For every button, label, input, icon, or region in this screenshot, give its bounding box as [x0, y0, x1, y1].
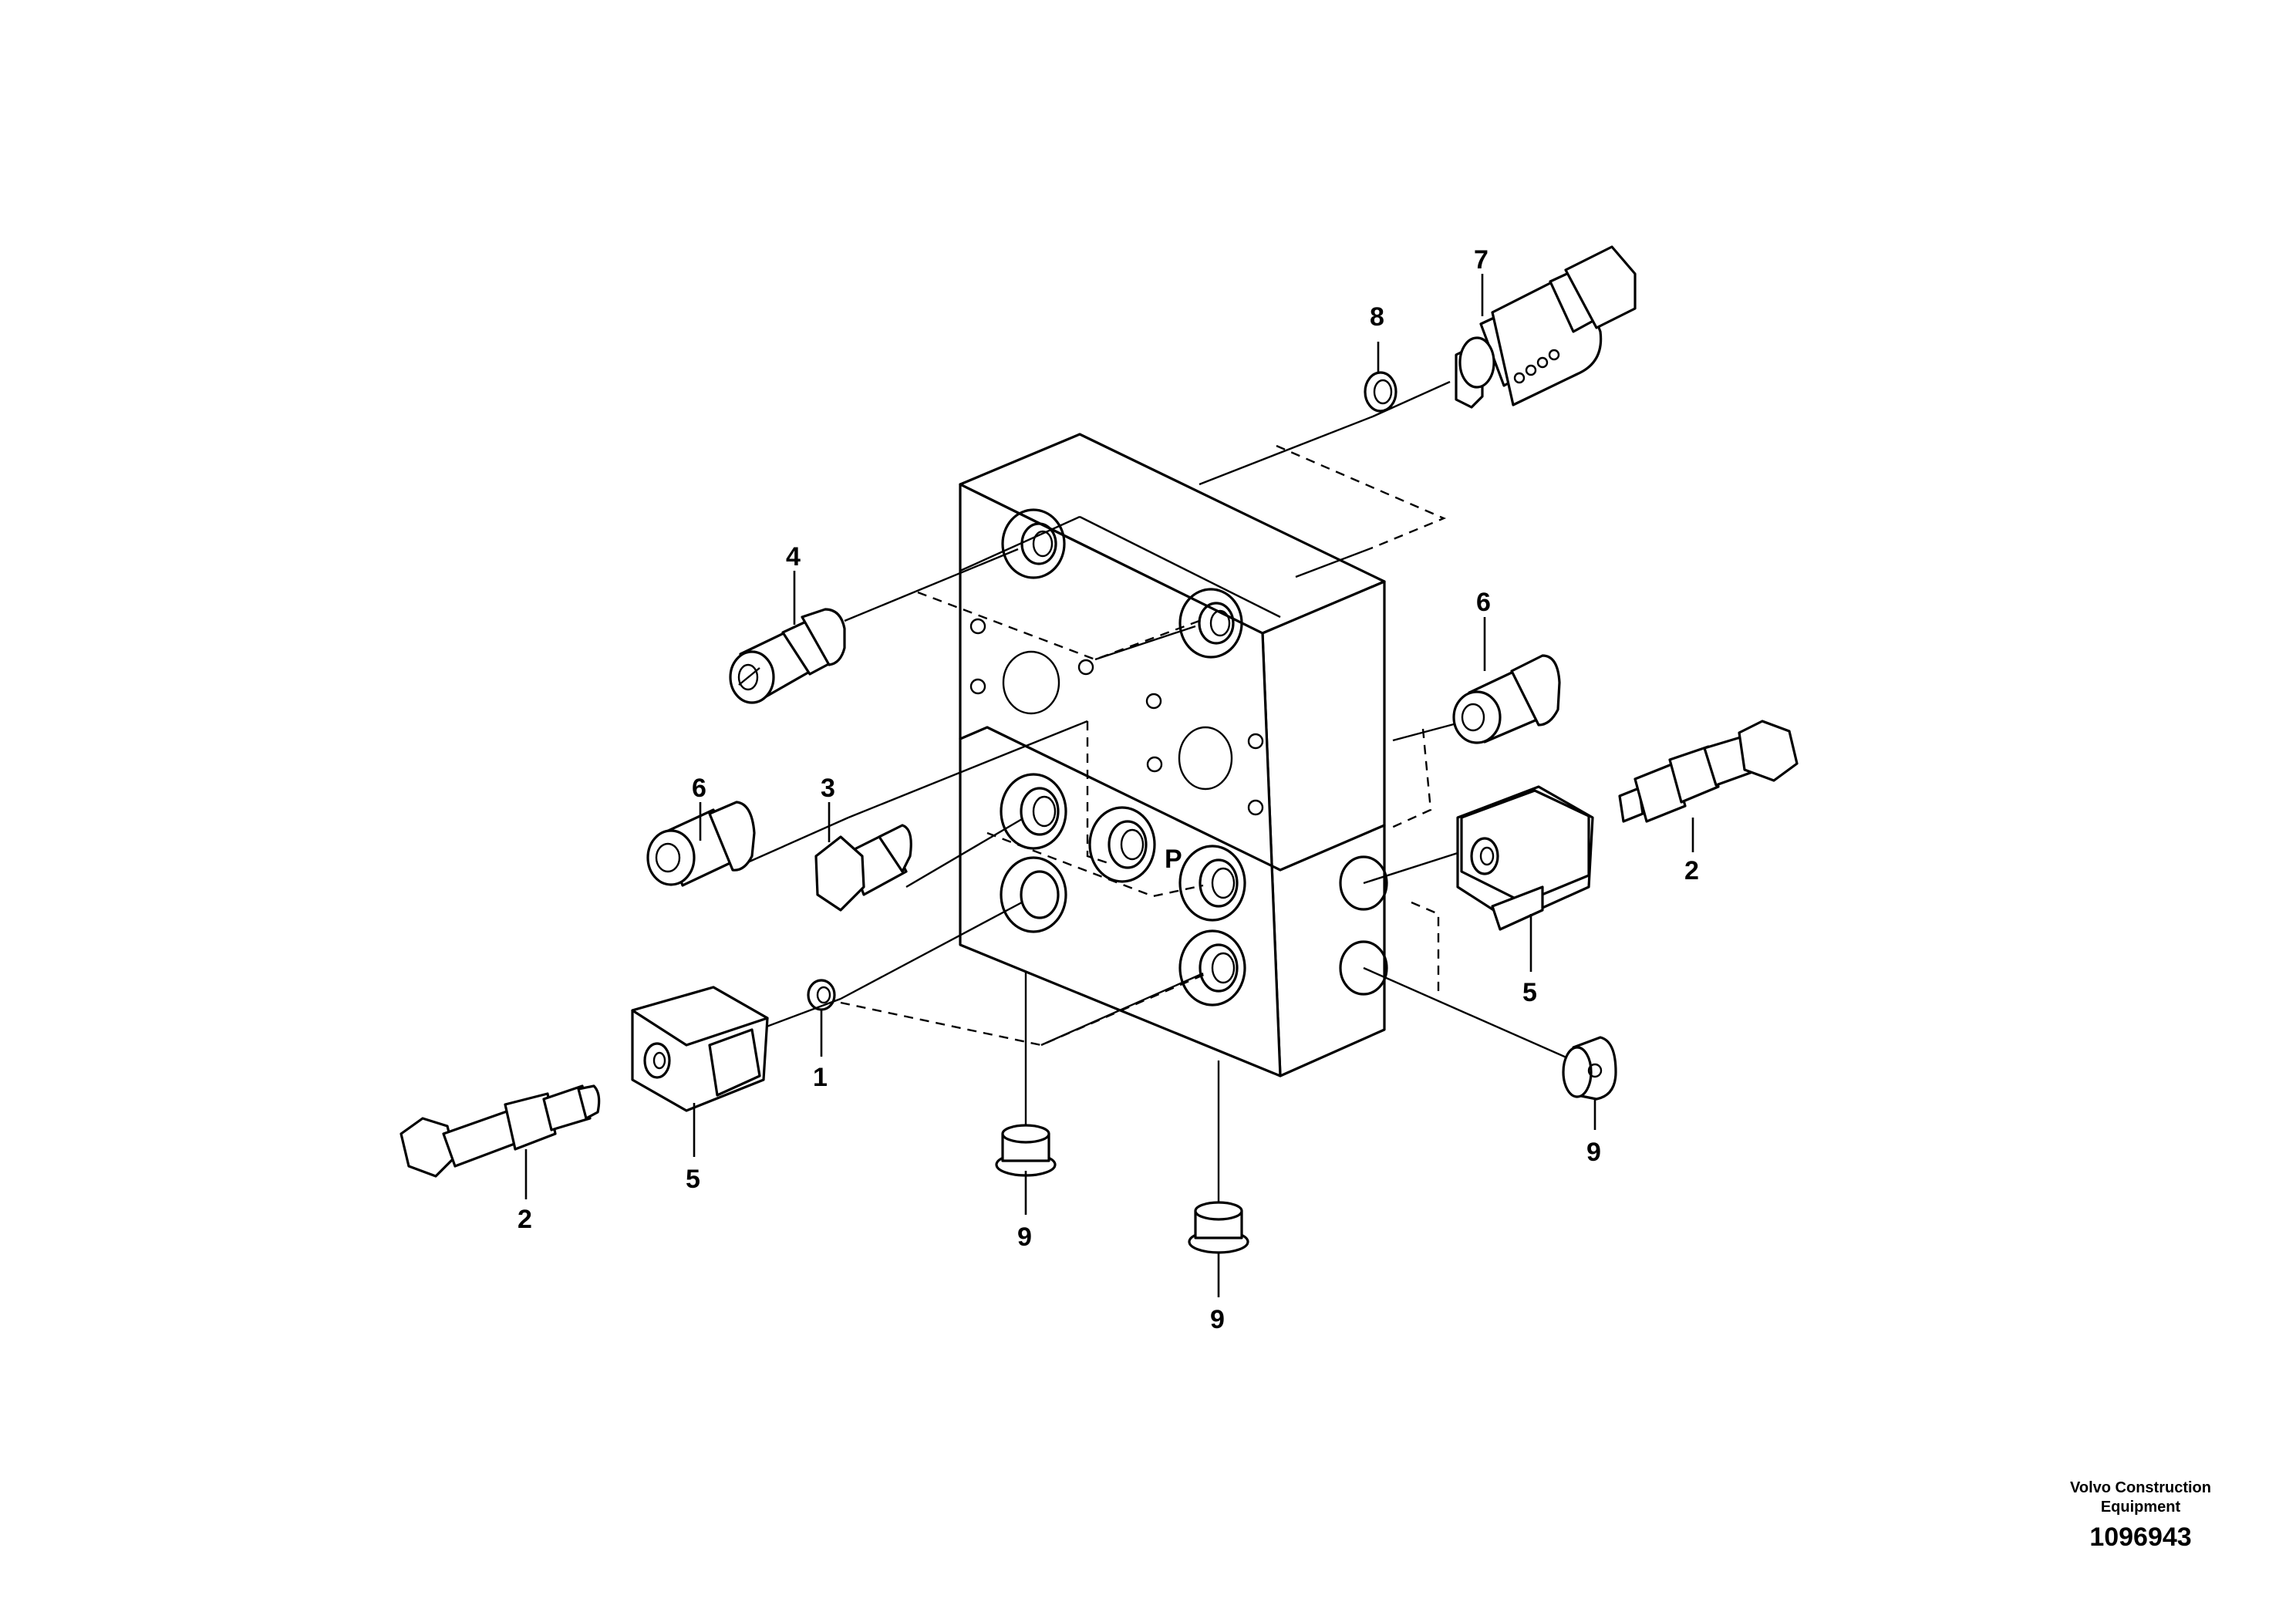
callout-9-bottom-right: 9	[1210, 1305, 1225, 1334]
callout-labels: 8 7 4 6 6 3 2 5 1 5 2 9 9 9	[518, 245, 1699, 1334]
callout-8: 8	[1370, 302, 1384, 332]
side-port-lower	[1339, 940, 1388, 996]
callout-3: 3	[821, 774, 835, 803]
callout-4: 4	[786, 542, 801, 572]
upper-port-right	[1178, 588, 1243, 659]
callout-9-right: 9	[1586, 1138, 1601, 1167]
solenoid-valve-part	[1455, 245, 1637, 409]
fitting-left-part	[646, 801, 756, 887]
lower-port-1	[1000, 773, 1067, 850]
lower-port-4	[1178, 929, 1246, 1007]
plug-right-part	[1562, 1036, 1617, 1101]
assembly-lines	[655, 380, 1574, 1211]
callout-6-right: 6	[1476, 588, 1491, 617]
upper-port-left	[1001, 508, 1066, 579]
brand-line-2: Equipment	[2100, 1499, 2181, 1516]
callout-6-left: 6	[692, 774, 706, 803]
callout-9-bottom-left: 9	[1017, 1222, 1032, 1252]
valve-block: P	[959, 433, 1388, 1077]
side-port-upper	[1339, 855, 1388, 911]
hex-plug-part	[814, 824, 912, 912]
seal-part	[807, 979, 836, 1011]
callout-2-right: 2	[1684, 856, 1699, 885]
callout-2-left: 2	[518, 1205, 532, 1234]
callout-7: 7	[1474, 245, 1489, 275]
fitting-right-part	[1452, 654, 1561, 744]
brand-block: Volvo Construction Equipment 1096943	[2070, 1479, 2211, 1554]
callout-leaders	[524, 274, 1694, 1297]
solenoid-coil-left-part	[631, 986, 769, 1112]
plunger-right-part	[1618, 720, 1799, 823]
o-ring-part	[1364, 371, 1397, 413]
brand-line-1: Volvo Construction	[2070, 1479, 2211, 1496]
solenoid-coil-right-part	[1456, 785, 1594, 931]
plug-bottom-right-part	[1188, 1201, 1249, 1254]
plug-bottom-left-part	[995, 1124, 1057, 1177]
callout-1: 1	[813, 1063, 828, 1092]
lower-port-2	[1000, 856, 1067, 933]
lower-port-3	[1178, 845, 1246, 922]
relief-valve-part	[729, 608, 846, 704]
port-p-label: P	[1165, 845, 1182, 874]
diagram-number: 1096943	[2089, 1523, 2192, 1552]
callout-5-right: 5	[1522, 978, 1537, 1007]
lower-port-p	[1088, 806, 1156, 883]
plunger-left-part	[400, 1084, 601, 1178]
callout-5-left: 5	[686, 1165, 700, 1194]
